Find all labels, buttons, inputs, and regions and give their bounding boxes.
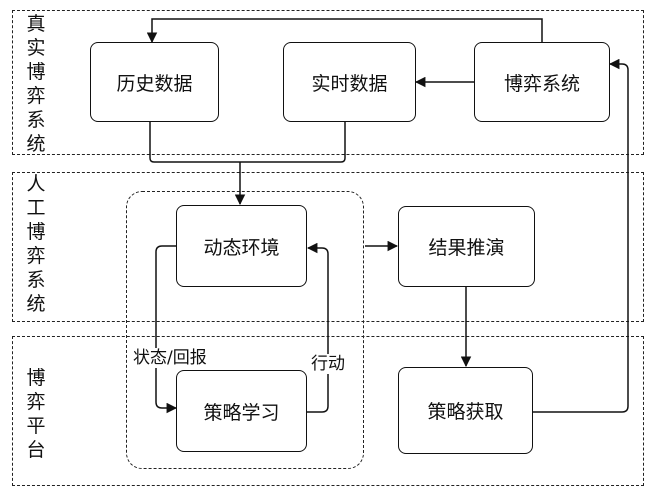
node-strategy-acquisition-label: 策略获取 [427,401,504,423]
section-label-real: 真实博弈系统 [26,13,46,155]
edge-label-action: 行动 [311,354,345,374]
node-result-deduction: 结果推演 [398,206,535,287]
section-real-game-system [12,10,644,155]
node-history-data: 历史数据 [90,42,219,122]
node-game-system: 博弈系统 [474,42,610,122]
edge-learning-to-env [306,242,329,413]
node-dynamic-environment: 动态环境 [176,205,307,287]
edge-env-to-learning [155,245,178,414]
edge-label-state-reward: 状态/回报 [133,348,207,368]
node-strategy-learning: 策略学习 [176,370,307,452]
node-game-system-label: 博弈系统 [503,72,580,95]
edge-game-to-history [146,18,543,44]
node-result-deduction-label: 结果推演 [428,237,505,259]
section-label-platform: 博弈平台 [26,367,46,461]
node-realtime-data-label: 实时数据 [311,72,388,95]
node-strategy-acquisition: 策略获取 [398,367,533,454]
node-history-data-label: 历史数据 [116,72,193,95]
edge-acquisition-to-game [532,58,629,413]
node-dynamic-environment-label: 动态环境 [203,236,280,259]
learning-loop-enclosure [126,191,364,469]
node-realtime-data: 实时数据 [283,42,416,122]
edge-history-merge [149,122,240,163]
node-strategy-learning-label: 策略学习 [203,401,280,424]
edge-realtime-merge [240,122,346,163]
section-label-artificial: 人工博弈系统 [26,173,46,315]
